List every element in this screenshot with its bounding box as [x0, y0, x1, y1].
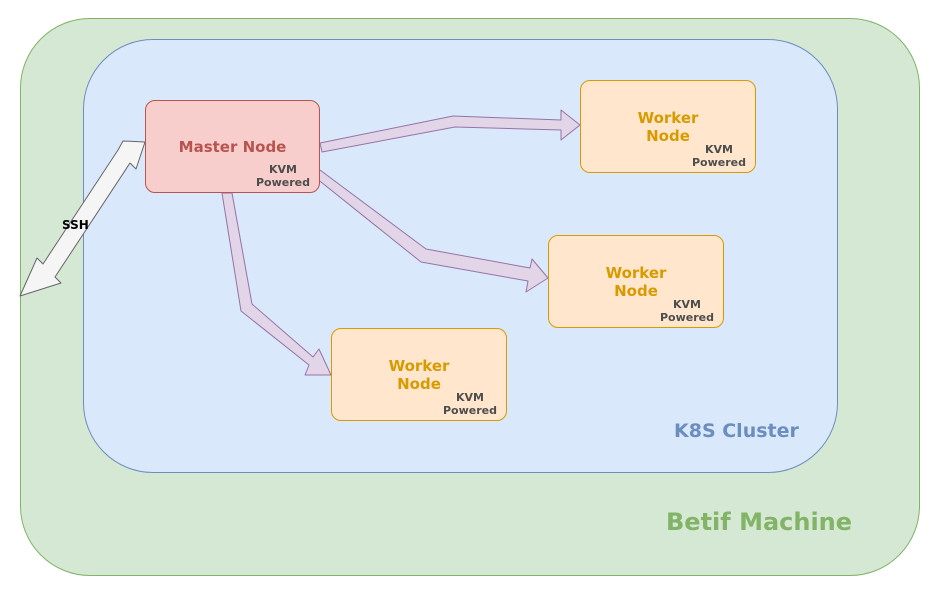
badge-line-kvm: KVM: [269, 163, 297, 176]
worker-node-2[interactable]: Worker Node KVM Powered: [548, 235, 724, 328]
badge-line-powered: Powered: [659, 311, 714, 324]
worker-kvm-badge: KVM Powered: [440, 391, 500, 417]
badge-line-kvm: KVM: [673, 298, 701, 311]
worker-title-line-2: Node: [646, 127, 690, 145]
worker-node-1[interactable]: Worker Node KVM Powered: [580, 80, 756, 173]
arrow-master-to-worker-1: [319, 109, 581, 153]
ssh-double-arrow: [19, 140, 146, 297]
badge-line-kvm: KVM: [705, 143, 733, 156]
arrow-master-to-worker-3: [221, 192, 332, 376]
worker-kvm-badge: KVM Powered: [657, 298, 717, 324]
worker-node-title: Worker Node: [549, 264, 723, 300]
ssh-label: SSH: [62, 218, 89, 232]
worker-title-line-1: Worker: [637, 109, 699, 127]
host-label: Betif Machine: [666, 508, 853, 536]
worker-title-line-2: Node: [397, 375, 441, 393]
arrow-master-to-worker-2: [315, 169, 549, 293]
master-node[interactable]: Master Node KVM Powered: [145, 100, 320, 193]
worker-node-title: Worker Node: [332, 357, 506, 393]
badge-line-powered: Powered: [691, 156, 746, 169]
cluster-label: K8S Cluster: [674, 420, 799, 442]
worker-title-line-2: Node: [614, 282, 658, 300]
worker-title-line-1: Worker: [388, 357, 450, 375]
worker-title-line-1: Worker: [605, 264, 667, 282]
badge-line-kvm: KVM: [456, 391, 484, 404]
master-node-title: Master Node: [178, 138, 287, 156]
worker-node-3[interactable]: Worker Node KVM Powered: [331, 328, 507, 421]
badge-line-powered: Powered: [442, 404, 497, 417]
worker-kvm-badge: KVM Powered: [689, 143, 749, 169]
badge-line-powered: Powered: [255, 176, 310, 189]
worker-node-title: Worker Node: [581, 109, 755, 145]
master-kvm-badge: KVM Powered: [253, 163, 313, 189]
